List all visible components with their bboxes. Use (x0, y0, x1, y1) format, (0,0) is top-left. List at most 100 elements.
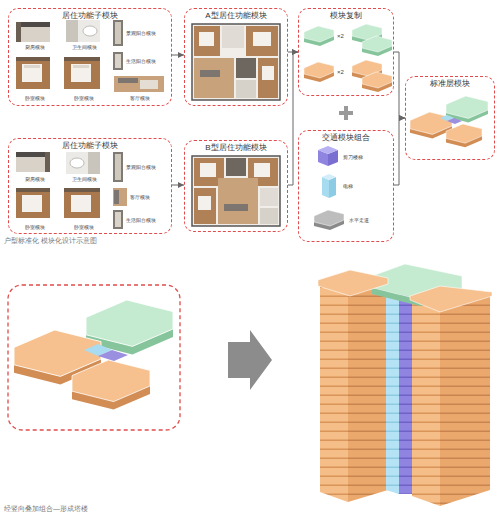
orange-block (446, 124, 482, 143)
module-item: 水平走道 (311, 205, 393, 237)
module-item: 卧室模块 (63, 56, 105, 103)
plan-room (194, 188, 216, 224)
group-heading: 标准层模块 (430, 79, 470, 88)
bath-wall (66, 20, 78, 42)
module-item: 卫生间模块 (63, 19, 105, 52)
module-item: 厨房模块 (15, 151, 55, 184)
elevator-shaft (322, 177, 329, 198)
group-heading: 模块复制 (330, 11, 362, 20)
bedroom-thumb (16, 57, 50, 89)
figure-caption: 户型标准化 模块化设计示意图 (4, 237, 97, 245)
orange-block (72, 360, 150, 402)
module-item: 电梯 (317, 173, 393, 201)
module-item: 客厅模块 (111, 75, 169, 103)
plan-room (260, 188, 278, 206)
module-label: 电梯 (343, 184, 353, 190)
kitchen-counter (16, 152, 50, 157)
tower-core (386, 283, 399, 494)
elevator-shaft (329, 177, 336, 198)
green-block (446, 96, 488, 118)
kitchen-thumb (16, 152, 50, 172)
bed (22, 195, 42, 212)
plan-furniture (253, 32, 271, 46)
plus-sign (344, 106, 348, 120)
tower-core (399, 284, 414, 494)
floor-plan (192, 156, 280, 226)
module-label: 卧室模块 (25, 225, 45, 231)
pillow (73, 65, 89, 68)
module-item: 剪刀楼梯 (317, 145, 393, 171)
group-heading: B型居住功能模块 (205, 143, 266, 152)
stair-cube (318, 146, 338, 154)
core-stair (447, 118, 462, 124)
kitchen-cabinet (45, 152, 50, 172)
plan-furniture (198, 196, 211, 210)
module-label: 生活阳台模块 (126, 59, 156, 65)
group-heading: 居住功能子模块 (62, 141, 118, 150)
pillow (24, 65, 40, 68)
bath-tub (70, 158, 84, 168)
balcony-floor (115, 154, 121, 180)
balcony-floor (115, 54, 121, 68)
flow-arrow (394, 118, 405, 185)
corridor-slab (314, 210, 344, 226)
plan-room (218, 178, 258, 224)
module-group-box: 居住功能子模块厨房模块卫生间模块 景观阳台模块卧室模块 卧室模块 客厅模块生活阳台模块 (8, 138, 172, 234)
plan-room (222, 26, 244, 48)
module-label: 卧室模块 (74, 225, 94, 231)
module-item: 景观阳台模块 (111, 151, 169, 185)
module-label: 卫生间模块 (72, 177, 97, 183)
plan-room (226, 158, 246, 176)
flow-arrow (288, 52, 298, 53)
module-group-box: 交通模块组合剪刀楼梯电梯水平走道 (298, 130, 394, 242)
big-arrow (228, 330, 272, 390)
green-block (362, 36, 392, 52)
module-group-box: 居住功能子模块厨房模块卫生间模块景观阳台模块生活阳台模块卧室模块卧室模块客厅模块 (8, 8, 172, 106)
plan-furniture (254, 163, 270, 177)
balcony-thumb (113, 20, 123, 46)
orange-block (362, 72, 392, 88)
balcony-floor (115, 212, 121, 227)
module-label: 景观阳台模块 (126, 31, 156, 37)
bath-tub (83, 26, 97, 36)
bed (71, 64, 91, 82)
group-heading: 交通模块组合 (322, 133, 370, 142)
module-group-box: A型居住功能模块 (184, 8, 288, 106)
flow-arrow (172, 55, 184, 56)
module-item: 卫生间模块 (63, 151, 105, 184)
plan-room (246, 26, 278, 56)
orange-block (410, 112, 452, 134)
plan-room (194, 26, 220, 56)
green-block (304, 26, 334, 42)
group-heading: A型居住功能模块 (205, 11, 266, 20)
tower-facade (412, 298, 440, 506)
module-item: 生活阳台模块 (111, 210, 169, 232)
tower-facade (440, 294, 490, 506)
module-item: 卧室模块 (63, 187, 105, 232)
module-label: 卧室模块 (74, 96, 94, 102)
plan-room (236, 80, 256, 98)
plan-room (236, 58, 256, 78)
plan-room (260, 208, 278, 224)
module-label: 客厅模块 (130, 195, 150, 201)
living-thumb (114, 76, 164, 92)
living-thumb (113, 188, 127, 206)
module-item: 厨房模块 (15, 21, 55, 52)
module-group-box: B型居住功能模块 (184, 140, 288, 232)
flow-arrow (288, 52, 298, 185)
module-label: 卧室模块 (25, 96, 45, 102)
module-label: 剪刀楼梯 (343, 155, 363, 161)
module-label: 厨房模块 (25, 45, 45, 51)
balcony-thumb (113, 210, 123, 229)
bath-thumb (66, 20, 100, 42)
flow-arrow (172, 185, 184, 186)
bed (22, 64, 42, 82)
rug (140, 80, 158, 89)
core-stair (98, 350, 128, 361)
multiplier-label: ×2 (337, 69, 344, 76)
plan-room (258, 58, 278, 98)
balcony-thumb (113, 152, 123, 182)
